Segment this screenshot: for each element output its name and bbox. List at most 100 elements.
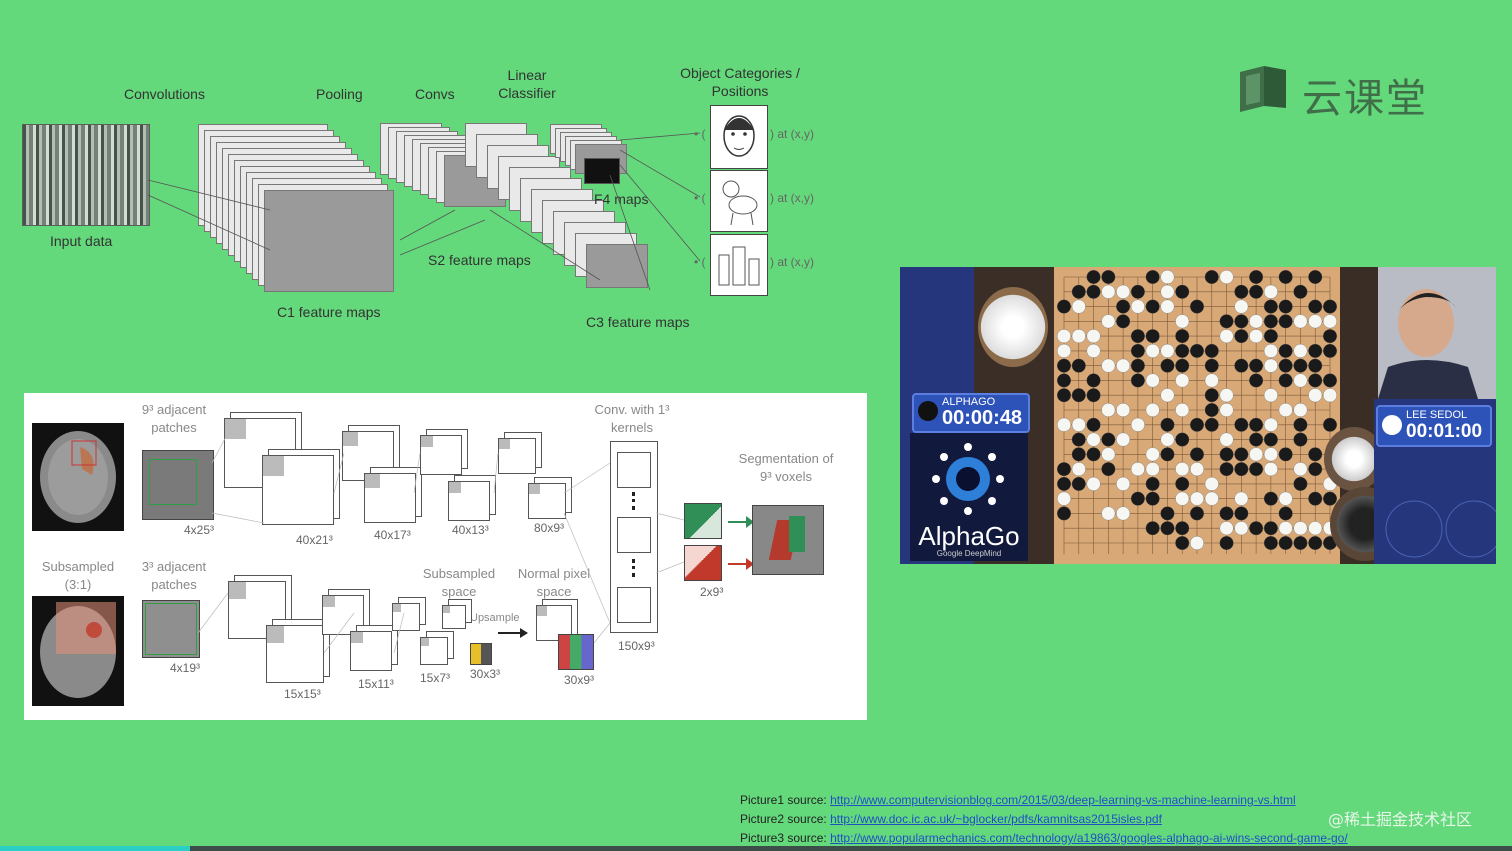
black-stone: [1130, 343, 1145, 358]
black-stone: [1130, 358, 1145, 373]
bracket-3: • (: [694, 255, 706, 269]
white-stone: [1071, 329, 1086, 344]
white-stone: [1145, 343, 1160, 358]
black-stone: [1175, 329, 1190, 344]
black-stone: [1249, 417, 1264, 432]
dim-30x3: 30x3³: [470, 667, 501, 681]
conv-layer-cube: [528, 483, 566, 519]
white-stone: [1101, 284, 1116, 299]
black-stone: [1249, 270, 1264, 284]
white-stone: [1145, 462, 1160, 477]
black-stone: [1145, 491, 1160, 506]
black-stone: [1263, 432, 1278, 447]
dim-40x17: 40x17³: [374, 528, 411, 542]
dim-15x11: 15x11³: [358, 677, 394, 691]
conv-layer-cube: [498, 438, 536, 474]
white-stone: [1234, 299, 1249, 314]
black-stone: [1293, 417, 1308, 432]
input-image: [22, 124, 150, 226]
alphago-logo-text: AlphaGo: [918, 521, 1020, 551]
dim-30x9: 30x9³: [564, 673, 595, 687]
dim-40x13: 40x13³: [452, 523, 489, 537]
white-stone: [1204, 491, 1219, 506]
white-stone: [1071, 462, 1086, 477]
white-stone: [1263, 358, 1278, 373]
lee-sedol-photo: [1378, 267, 1496, 399]
object-scene-image: [710, 234, 768, 296]
black-stone: [1234, 506, 1249, 521]
black-stone: [1263, 299, 1278, 314]
black-stone: [1293, 358, 1308, 373]
object-poodle-image: [710, 170, 768, 232]
watermark: @稀土掘金技术社区: [1328, 810, 1473, 829]
conv-layer-cube: [322, 595, 364, 635]
black-stone: [1086, 270, 1101, 284]
black-stone: [1071, 432, 1086, 447]
dim-4x25: 4x25³: [184, 523, 215, 537]
white-stone: [1160, 284, 1175, 299]
patch-bottom: [142, 600, 200, 658]
black-stone: [1071, 388, 1086, 403]
black-stone: [1160, 521, 1175, 536]
black-stone: [1204, 270, 1219, 284]
black-stone: [1308, 299, 1323, 314]
black-stone: [1308, 270, 1323, 284]
black-stone: [1071, 476, 1086, 491]
conv-kernel-column: [610, 441, 658, 633]
white-stone: [1219, 270, 1234, 284]
label-subsampled: Subsampled (3:1): [41, 559, 115, 592]
white-stone: [1249, 329, 1264, 344]
segmentation-figure: 9³ adjacent patches 3³ adjacent patches …: [24, 393, 867, 720]
black-stone: [1204, 417, 1219, 432]
conv-layer-cube: [364, 473, 416, 523]
white-stone: [1278, 521, 1293, 536]
white-stone: [1116, 403, 1131, 417]
label-pos-1: ) at (x,y): [770, 127, 815, 141]
source-link[interactable]: http://www.doc.ic.ac.uk/~bglocker/pdfs/k…: [830, 812, 1162, 826]
black-stone: [1278, 506, 1293, 521]
white-stone: [1071, 299, 1086, 314]
face-sketch-icon: [723, 115, 755, 157]
black-stone: [1278, 314, 1293, 329]
black-stone: [1190, 506, 1204, 521]
black-stone: [1071, 447, 1086, 462]
source-link[interactable]: http://www.computervisionblog.com/2015/0…: [830, 793, 1296, 807]
black-stone: [1219, 462, 1234, 477]
white-stone: [1175, 373, 1190, 388]
black-stone: [1086, 388, 1101, 403]
label-c3: C3 feature maps: [586, 314, 690, 330]
output-arrows: [728, 516, 754, 570]
black-stone: [1057, 299, 1071, 314]
source-line: Picture3 source: http://www.popularmecha…: [740, 831, 1348, 845]
white-stone: [1204, 373, 1219, 388]
black-stone: [1323, 329, 1337, 344]
brain-scan-bottom: [32, 596, 124, 706]
black-stone: [1308, 373, 1323, 388]
white-stone: [1278, 403, 1293, 417]
black-stone: [1057, 462, 1071, 477]
black-stone: [1308, 358, 1323, 373]
white-stone: [1130, 417, 1145, 432]
label-convs: Convs: [415, 86, 455, 102]
black-stone: [1278, 536, 1293, 550]
black-stone: [1086, 284, 1101, 299]
black-stone: [1308, 491, 1323, 506]
black-stone: [1249, 432, 1264, 447]
black-stone: [1175, 521, 1190, 536]
white-stone: [1293, 462, 1308, 477]
white-stone: [1293, 373, 1308, 388]
segmentation-output: [752, 505, 824, 575]
white-stone: [1263, 388, 1278, 403]
source-link[interactable]: http://www.popularmechanics.com/technolo…: [830, 831, 1348, 845]
black-stone: [1204, 358, 1219, 373]
white-stone: [1101, 358, 1116, 373]
dim-80x9: 80x9³: [534, 521, 565, 535]
brain-top-icon: [40, 431, 116, 523]
upsample-arrow: [498, 628, 528, 638]
black-stone: [1057, 506, 1071, 521]
white-stone: [1308, 388, 1323, 403]
label-upsample: Upsample: [470, 612, 520, 624]
black-stone: [1071, 358, 1086, 373]
lee-sedol-timer: LEE SEDOL 00:01:00: [1376, 405, 1492, 447]
white-stone: [1190, 462, 1204, 477]
